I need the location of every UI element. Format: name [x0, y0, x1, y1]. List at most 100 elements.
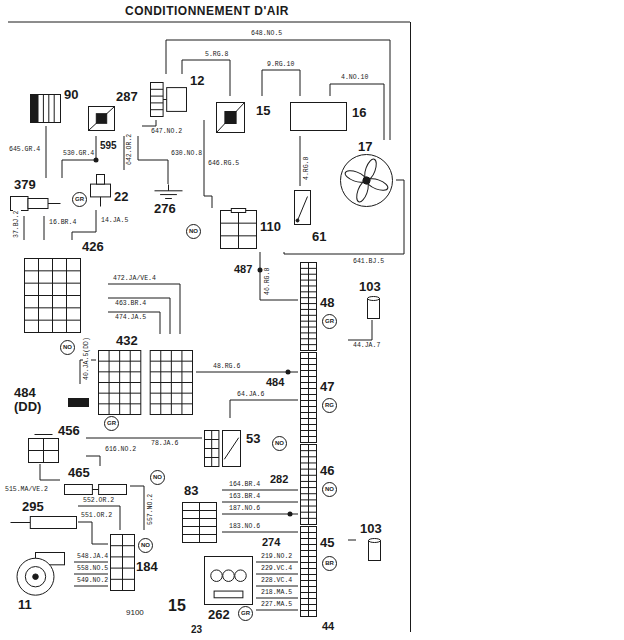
part-number: 46 [320, 464, 334, 478]
symbol-line [43, 95, 44, 123]
symbol-line [221, 223, 257, 224]
wire-code: 163.BR.4 [228, 493, 261, 501]
wire-code: 48.RG.6 [212, 363, 241, 371]
symbol-line [308, 353, 309, 443]
symbol-line [301, 406, 317, 407]
symbol-line [301, 550, 317, 551]
callout-number: 487 [234, 263, 252, 276]
symbol-line [11, 522, 31, 523]
part-number: 379 [14, 178, 36, 192]
callout-number: 44 [322, 620, 334, 633]
frame-line [8, 22, 410, 23]
symbol-line [150, 382, 192, 383]
wire-code: 164.BR.4 [228, 481, 261, 489]
component-symbol [341, 155, 393, 207]
symbol-line [89, 107, 115, 131]
wire [256, 562, 298, 563]
wire-code: 229.VC.4 [260, 565, 293, 573]
fan-symbol: 17 [336, 140, 396, 206]
wire [260, 252, 298, 300]
symbol-circle [223, 570, 235, 582]
connector-block: 83 [168, 484, 222, 544]
wire [78, 506, 120, 530]
wire-code: 44.JA.7 [352, 342, 381, 350]
wire [138, 136, 168, 184]
wire-code: 64.JA.6 [236, 391, 265, 399]
wire-code: 46.RG.8 [264, 267, 272, 296]
part-number: 61 [312, 230, 326, 244]
symbol-line [221, 235, 257, 236]
wire-code: 641.BJ.5 [352, 258, 385, 266]
symbol-body [225, 112, 236, 124]
symbol-cap [369, 539, 381, 543]
wire [222, 514, 298, 515]
symbol-body [217, 103, 245, 133]
wire [124, 136, 125, 170]
part-number: 45 [320, 536, 334, 550]
symbol-body [295, 191, 311, 225]
wire [108, 312, 160, 334]
part-number: 11 [18, 598, 32, 612]
wire [44, 216, 45, 240]
wire [222, 502, 298, 503]
part-number: 16 [352, 106, 366, 120]
component-symbol [183, 503, 217, 543]
callout-number: 15 [168, 597, 186, 615]
component-symbol [99, 351, 193, 415]
diode-symbol: 103 [356, 522, 392, 562]
part-number: 426 [82, 240, 104, 254]
component-drawing [298, 352, 348, 442]
symbol-line [155, 190, 183, 191]
connector-strip: 47 [298, 352, 348, 442]
component-symbol [221, 209, 257, 249]
wire-code: 549.NO.2 [76, 577, 109, 585]
symbol-line [25, 283, 81, 284]
symbol-line [151, 89, 164, 90]
symbol-line [151, 102, 164, 103]
wire [108, 298, 170, 334]
symbol-line [308, 263, 309, 351]
symbol-line [99, 371, 141, 372]
symbol-line [111, 568, 135, 569]
symbol-line [35, 434, 53, 435]
wire-code: 78.JA.6 [150, 440, 179, 448]
symbol-line [301, 556, 317, 557]
ground-symbol: 276 [148, 184, 188, 220]
wire [40, 464, 60, 480]
wire-code: 647.NO.2 [150, 128, 183, 136]
wire [130, 486, 144, 530]
color-code-badge: GR [238, 606, 253, 621]
wire-code: 9.RG.10 [266, 61, 295, 69]
connector-symbol: 465 [60, 466, 130, 496]
symbol-body [231, 209, 245, 213]
blower-motor: 11 [12, 552, 74, 614]
symbol-line [48, 203, 61, 204]
symbol-line [160, 194, 177, 195]
symbol-body [89, 107, 115, 131]
wire [86, 456, 100, 466]
wire-code: 552.OR.2 [82, 497, 115, 505]
symbol-line [301, 436, 317, 437]
component-symbol [301, 353, 317, 443]
symbol-body [25, 259, 81, 333]
component-symbol [29, 435, 59, 463]
wire [74, 586, 108, 587]
symbol-line [301, 370, 317, 371]
symbol-body [301, 445, 317, 525]
wire [74, 574, 108, 575]
symbol-body [205, 557, 253, 605]
component-symbol [69, 399, 89, 407]
symbol-line [301, 462, 317, 463]
symbol-body [97, 175, 105, 185]
part-number: 262 [208, 608, 230, 622]
component-symbol [65, 485, 127, 495]
component-symbol [301, 527, 317, 617]
wire-code: 219.NO.2 [260, 553, 293, 561]
symbol-line [183, 526, 217, 527]
component-symbol [301, 263, 317, 351]
symbol-line [25, 320, 81, 321]
wire-code: 4.NO.10 [340, 74, 369, 82]
symbol-line [151, 109, 164, 110]
